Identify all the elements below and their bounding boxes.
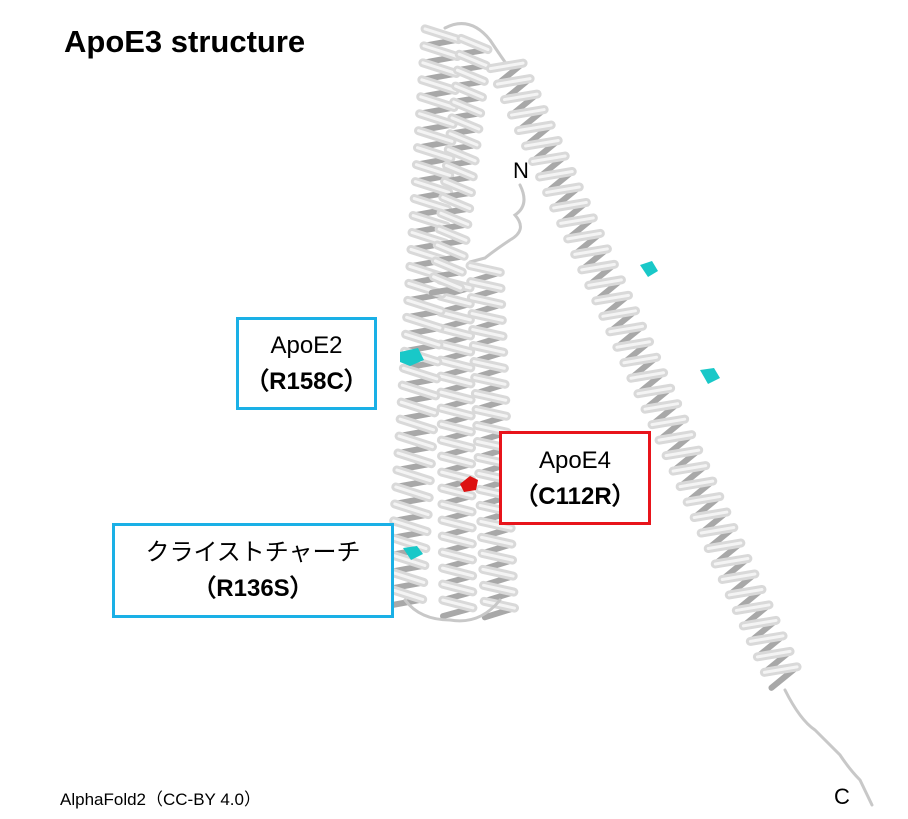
bundle-helix-2 [435,275,478,620]
apoe4-label-box: ApoE4 （C112R） [499,431,651,525]
top-loop [443,22,507,64]
c112r-residue-marker [460,476,478,492]
r136s-residue-marker [403,546,423,560]
c-terminal-coil [783,688,874,807]
apoe4-mutation: （C112R） [514,483,636,510]
page-title: ApoE3 structure [64,24,306,59]
apoe2-name: ApoE2 [270,332,343,359]
apoe4-name: ApoE4 [538,447,612,474]
c-terminus-label: C [834,784,850,809]
n-terminus-label: N [513,158,529,183]
variant-marker-upper [640,261,658,277]
christchurch-label-box: クライストチャーチ （R136S） [112,523,394,618]
christchurch-mutation: （R136S） [192,575,314,602]
n-terminal-coil [468,183,526,264]
source-credit: AlphaFold2（CC-BY 4.0） [60,790,261,809]
variant-marker-lower [700,368,720,384]
r158c-residue-marker [400,348,424,366]
apoe2-mutation: （R158C） [245,368,368,395]
helix-1 [384,24,463,609]
christchurch-name: クライストチャーチ [145,539,361,566]
bottom-loop [403,598,502,623]
long-c-terminal-helix [485,58,802,691]
apoe2-label-box: ApoE2 （R158C） [236,317,377,410]
helix-1b [428,33,493,296]
